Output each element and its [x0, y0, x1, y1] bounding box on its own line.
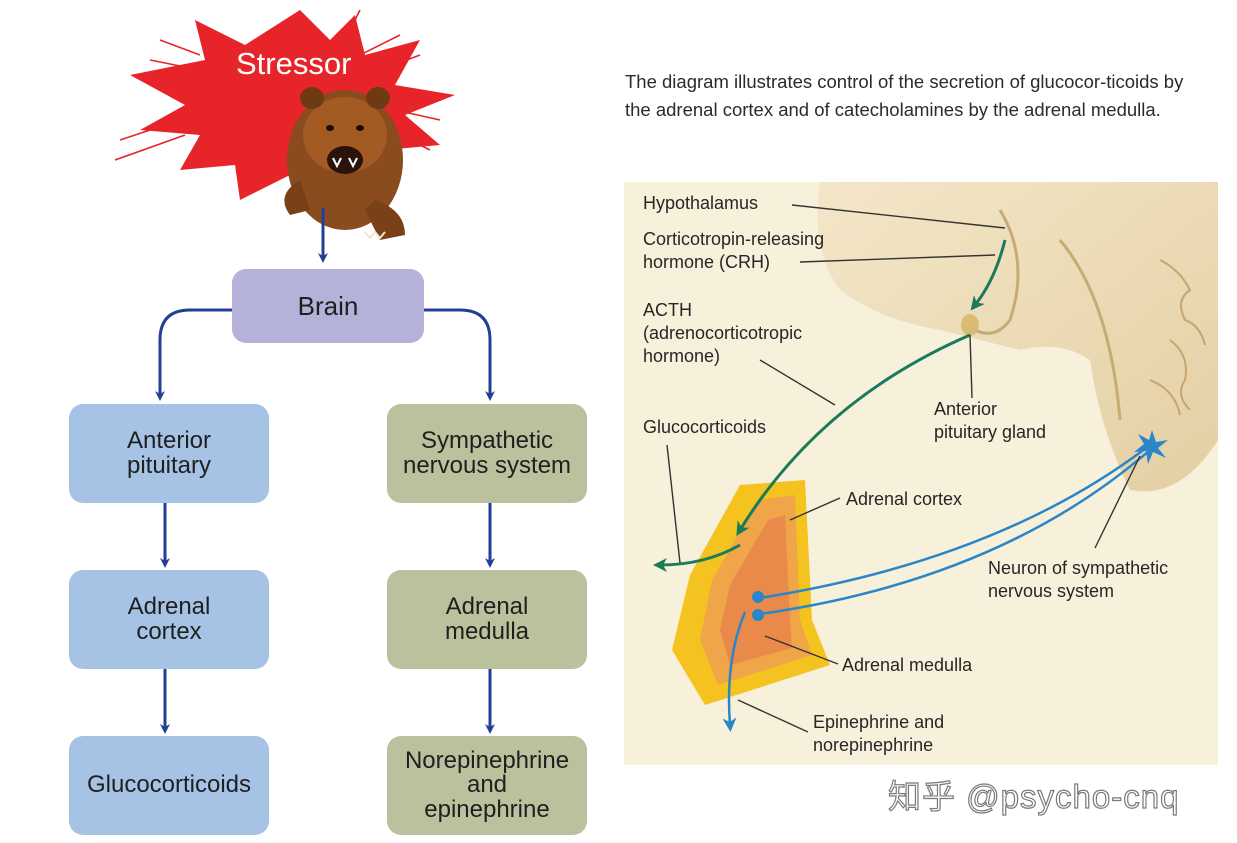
node-sympathetic-nervous-system: Sympathetic nervous system — [387, 404, 587, 503]
label-crh: Corticotropin-releasing hormone (CRH) — [643, 229, 825, 272]
node-glucocorticoids: Glucocorticoids — [69, 736, 269, 835]
node-brain: Brain — [232, 269, 424, 343]
label-sympathetic-neuron: Neuron of sympathetic nervous system — [988, 558, 1169, 601]
node-norepinephrine-epinephrine: Norepinephrine and epinephrine — [387, 736, 587, 835]
label-adrenal-cortex: Adrenal cortex — [846, 489, 963, 509]
node-adrenal-cortex: Adrenal cortex — [69, 570, 269, 669]
node-anterior-pituitary: Anterior pituitary — [69, 404, 269, 503]
label-anterior-pituitary-gland: Anterior pituitary gland — [934, 399, 1047, 442]
stressor-label: Stressor — [236, 46, 352, 81]
anatomy-panel — [624, 182, 1218, 765]
label-acth: ACTH (adrenocorticotropic hormone) — [643, 300, 803, 366]
label-epinephrine-norepinephrine: Epinephrine and norepinephrine — [813, 712, 945, 755]
label-glucocorticoids: Glucocorticoids — [643, 417, 767, 437]
label-hypothalamus: Hypothalamus — [643, 193, 759, 213]
neuron-star-icon — [1134, 430, 1168, 464]
bear-illustration — [284, 87, 405, 240]
flowchart-arrows — [155, 208, 495, 734]
watermark: 知乎 @psycho-cnq — [887, 777, 1180, 815]
label-adrenal-medulla: Adrenal medulla — [842, 655, 973, 675]
node-adrenal-medulla: Adrenal medulla — [387, 570, 587, 669]
diagram-caption: The diagram illustrates control of the s… — [625, 71, 1184, 120]
